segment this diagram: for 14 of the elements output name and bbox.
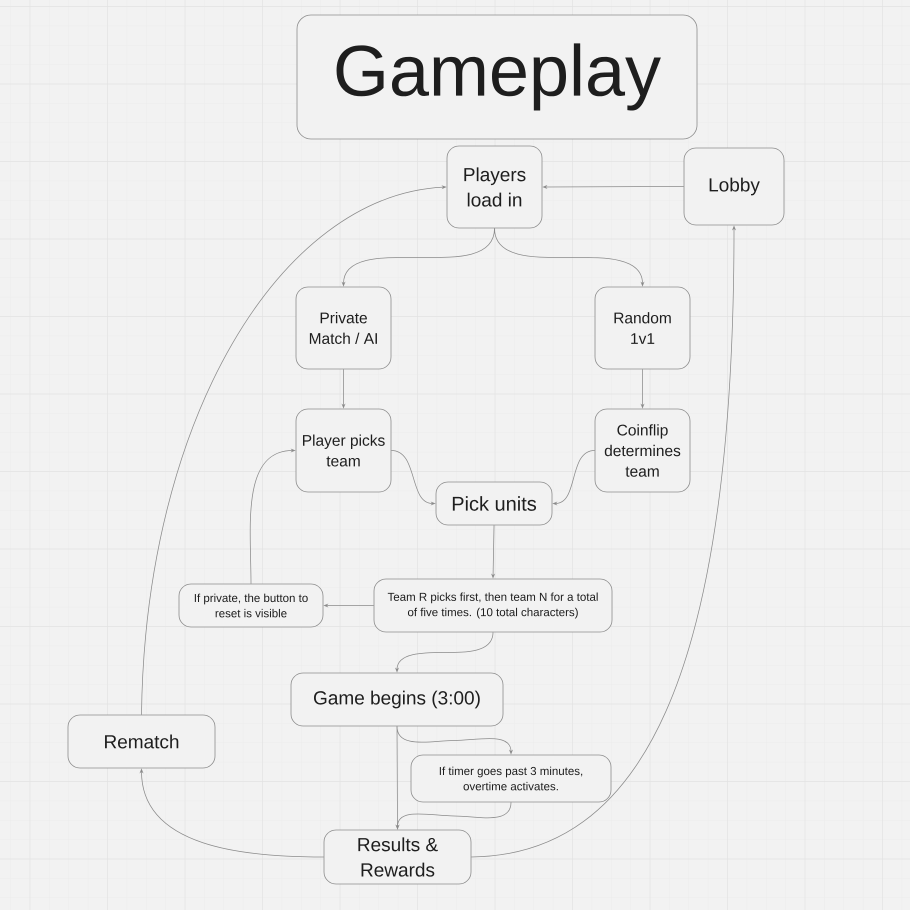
process-box: Private Match / AI — [296, 286, 392, 370]
note-box: If private, the button to reset is visible — [178, 584, 324, 628]
process-box: Results & Rewards — [324, 830, 472, 884]
note-box: Team R picks first, then team N for a total of five times. (10 total characters) — [374, 578, 612, 632]
note-box: If timer goes past 3 minutes, overtime activates. — [410, 754, 612, 802]
process-box: Coinflip determines team — [594, 408, 690, 492]
process-box: Players load in — [446, 146, 542, 228]
process-box: Pick units — [436, 482, 552, 526]
process-box: Player picks team — [296, 408, 392, 492]
process-box: Game begins (3:00) — [290, 672, 504, 726]
process-box: Rematch — [68, 714, 216, 768]
title-box: Gameplay — [296, 14, 698, 140]
process-box: Lobby — [684, 148, 784, 226]
process-box: Random 1v1 — [594, 286, 690, 370]
